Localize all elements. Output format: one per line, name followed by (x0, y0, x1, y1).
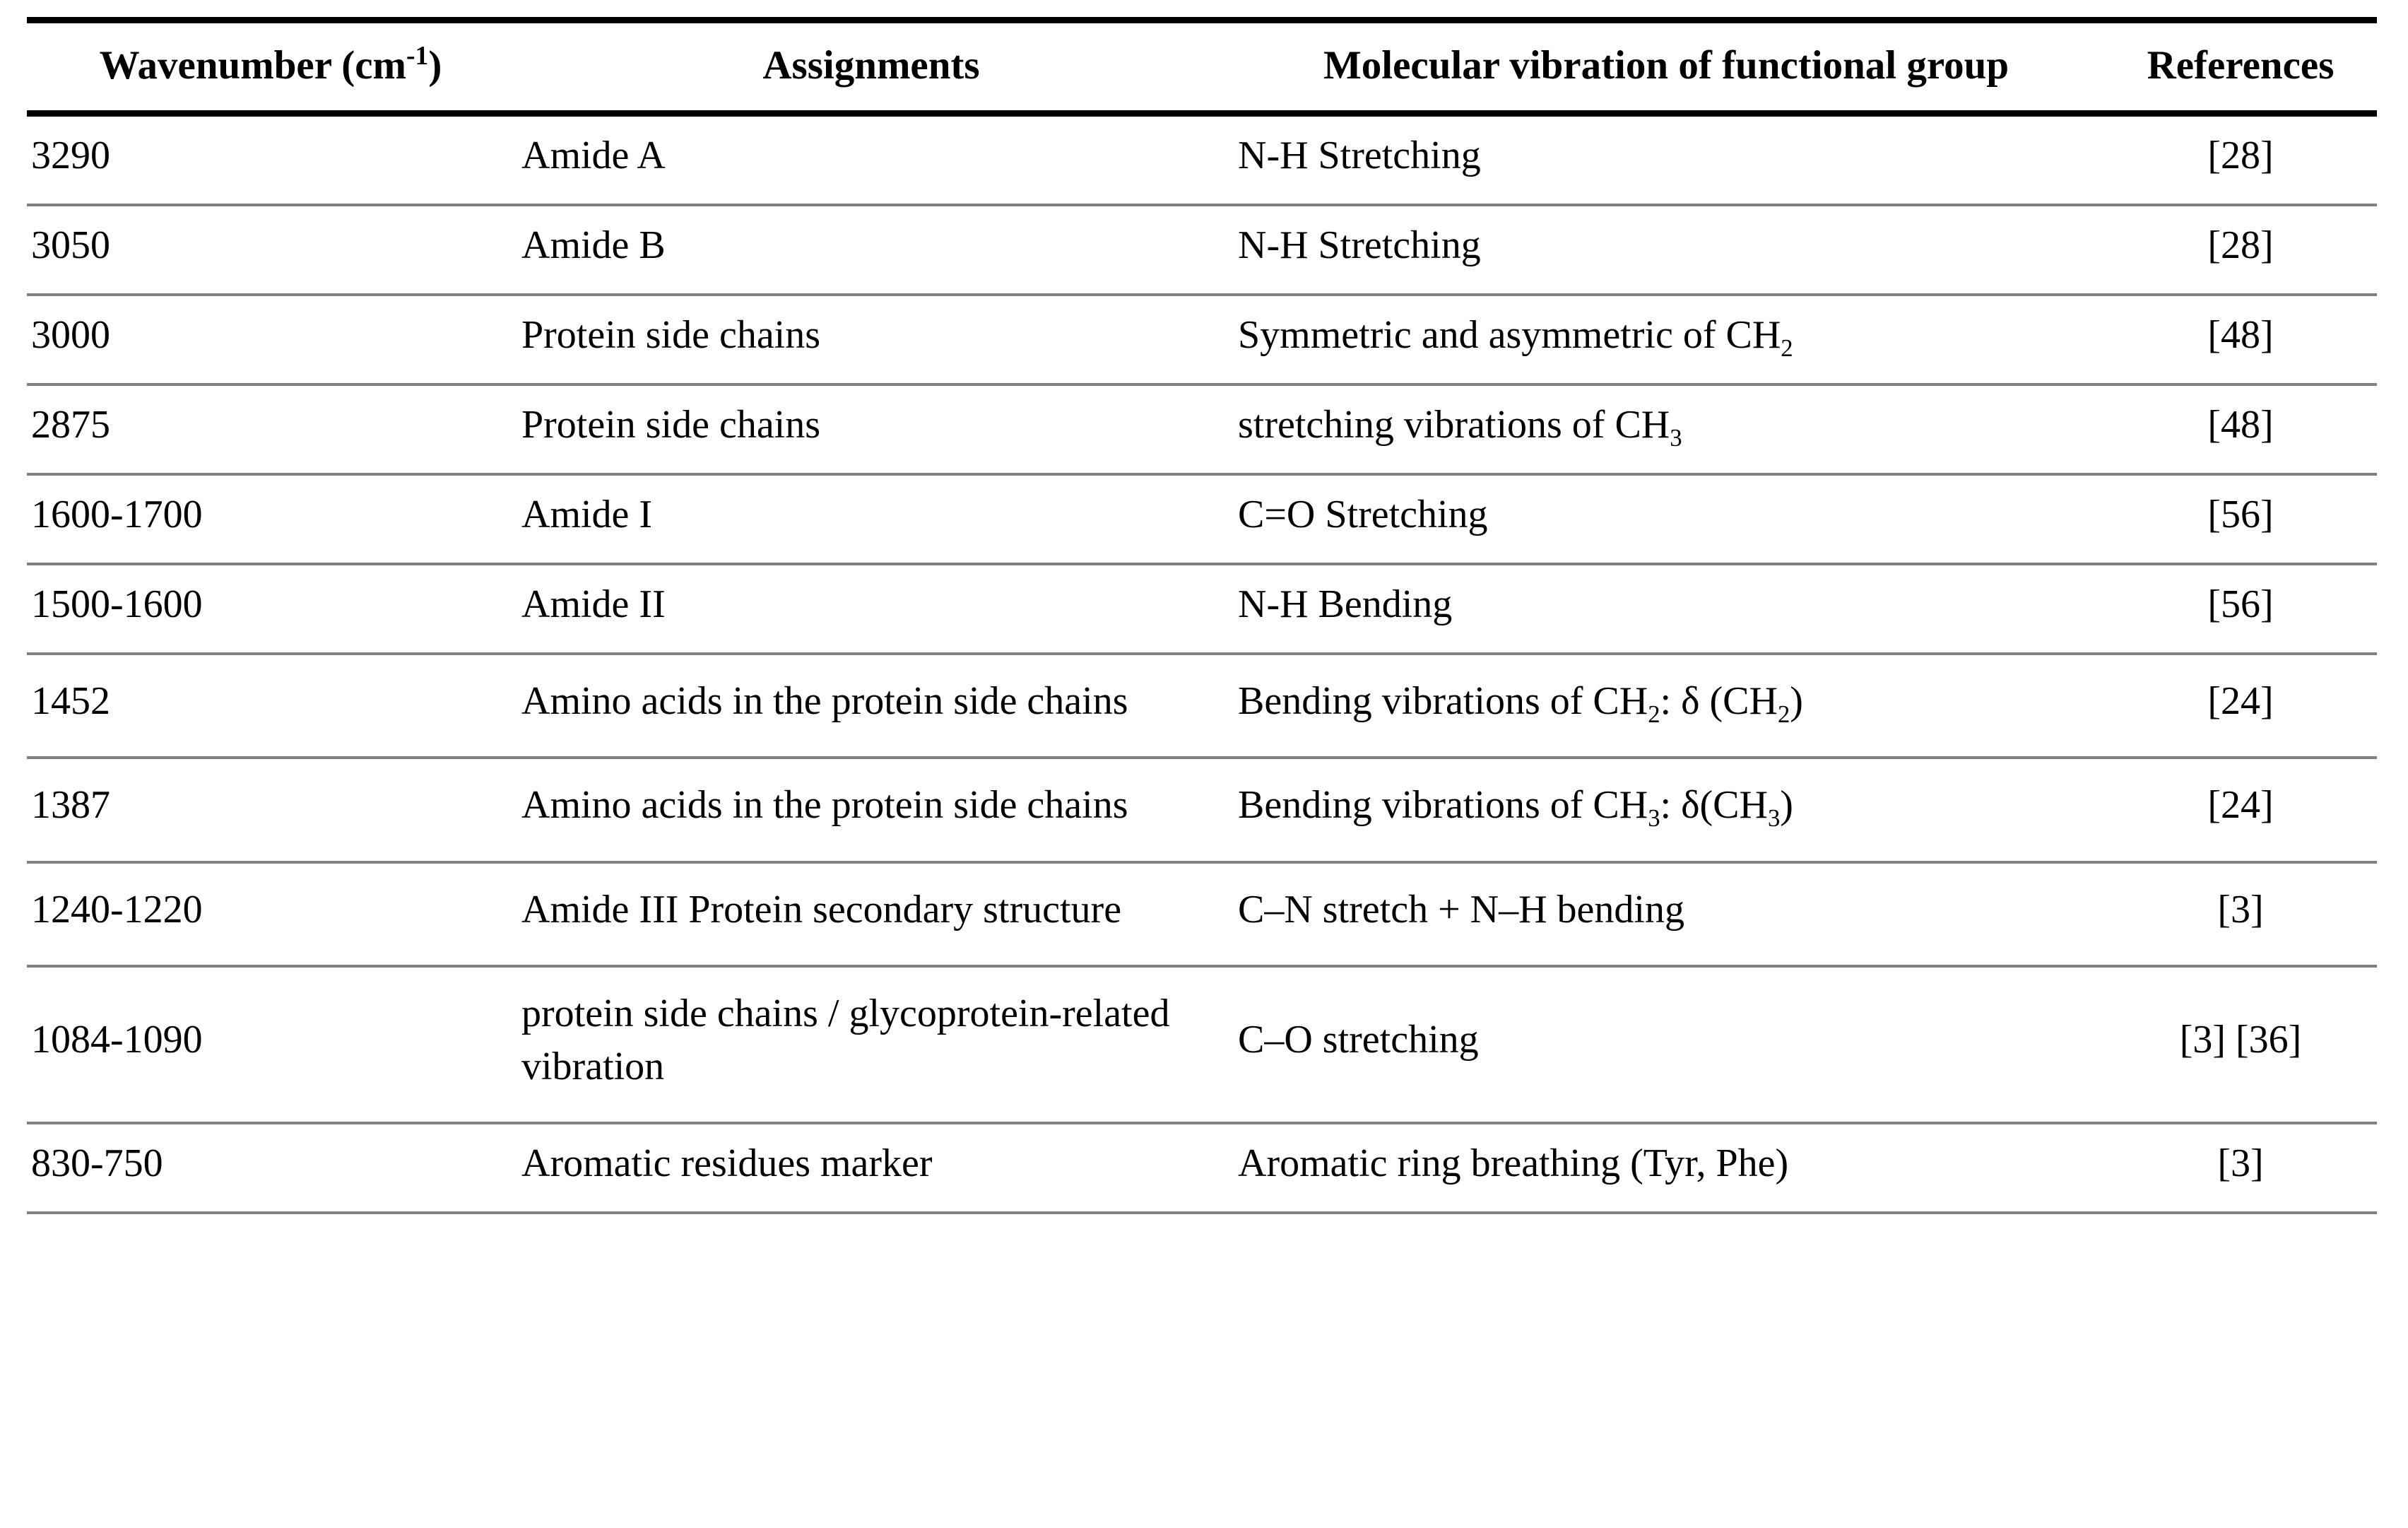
table-row: 1600-1700 Amide I C=O Stretching [56] (27, 474, 2377, 565)
cell-wavenumber: 1452 (31, 679, 110, 724)
cell-vibration: Aromatic ring breathing (Tyr, Phe) (1228, 1123, 2104, 1213)
cell-reference: [48] (2207, 403, 2274, 447)
cell-assignment: Amino acids in the protein side chains (521, 679, 1128, 724)
table-header: Wavenumber (cm-1) Assignments Molecular … (27, 20, 2377, 114)
column-header-wavenumber: Wavenumber (cm-1) (27, 20, 514, 114)
cell-assignment: protein side chains / glycoprotein-relat… (521, 991, 1170, 1088)
vibration-subscript-2: 3 (1767, 804, 1781, 833)
table-header-row: Wavenumber (cm-1) Assignments Molecular … (27, 20, 2377, 114)
cell-reference: [24] (2207, 783, 2274, 828)
table-row: 1387 Amino acids in the protein side cha… (27, 758, 2377, 862)
vibration-text: Aromatic ring breathing (Tyr, Phe) (1238, 1141, 1789, 1185)
cell-assignment: Amide III Protein secondary structure (521, 887, 1122, 932)
cell-reference: [3] (2217, 887, 2264, 932)
vibration-text: Bending vibrations of CH (1238, 783, 1648, 828)
column-header-wavenumber-text: Wavenumber (cm (99, 43, 406, 88)
vibration-text-post: ) (1780, 783, 1793, 828)
vibration-text: Symmetric and asymmetric of CH (1238, 313, 1781, 358)
ftir-assignments-table: Wavenumber (cm-1) Assignments Molecular … (27, 17, 2377, 1214)
column-header-vibration: Molecular vibration of functional group (1323, 43, 2009, 88)
cell-assignment: Amide II (521, 582, 666, 627)
vibration-text: N-H Bending (1238, 582, 1453, 627)
cell-wavenumber: 2875 (31, 403, 110, 447)
cell-reference: [56] (2207, 582, 2274, 627)
cell-vibration: C–O stretching (1228, 966, 2104, 1123)
table-row: 1452 Amino acids in the protein side cha… (27, 654, 2377, 758)
cell-wavenumber: 1387 (31, 783, 110, 828)
vibration-text: Bending vibrations of CH (1238, 679, 1648, 724)
cell-vibration: Bending vibrations of CH2: δ (CH2) (1228, 654, 2104, 758)
table-row: 1500-1600 Amide II N-H Bending [56] (27, 564, 2377, 654)
vibration-text-post: ) (1790, 679, 1803, 724)
vibration-text: N-H Stretching (1238, 223, 1481, 268)
cell-vibration: Symmetric and asymmetric of CH2 (1228, 295, 2104, 384)
cell-vibration: N-H Stretching (1228, 114, 2104, 206)
cell-wavenumber: 3050 (31, 223, 110, 268)
vibration-text: C–O stretching (1238, 1018, 1479, 1062)
cell-reference: [24] (2207, 679, 2274, 724)
cell-assignment: Protein side chains (521, 403, 821, 447)
cell-reference: [3] (2217, 1141, 2264, 1185)
cell-assignment: Amino acids in the protein side chains (521, 783, 1128, 828)
cell-vibration: C=O Stretching (1228, 474, 2104, 564)
cell-reference: [28] (2207, 223, 2274, 268)
cell-assignment: Amide A (521, 134, 666, 178)
cell-wavenumber: 1240-1220 (31, 887, 203, 932)
table-row: 830-750 Aromatic residues marker Aromati… (27, 1123, 2377, 1213)
cell-wavenumber: 1084-1090 (31, 1018, 203, 1062)
vibration-text-mid: : δ(CH (1660, 783, 1768, 828)
column-header-wavenumber-tail: ) (428, 43, 442, 88)
cell-reference: [48] (2207, 313, 2274, 358)
cell-reference: [28] (2207, 134, 2274, 178)
vibration-text: stretching vibrations of CH (1238, 403, 1670, 447)
cell-vibration: stretching vibrations of CH3 (1228, 384, 2104, 474)
cell-wavenumber: 3290 (31, 134, 110, 178)
vibration-subscript: 3 (1648, 804, 1660, 833)
table-row: 3000 Protein side chains Symmetric and a… (27, 295, 2377, 385)
cell-wavenumber: 1500-1600 (31, 582, 203, 627)
cell-reference: [56] (2207, 493, 2274, 537)
vibration-text: C–N stretch + N–H bending (1238, 887, 1684, 932)
vibration-subscript: 3 (1670, 424, 1682, 452)
cell-wavenumber: 830-750 (31, 1141, 163, 1185)
cell-assignment: Protein side chains (521, 313, 821, 358)
vibration-subscript: 2 (1781, 334, 1793, 363)
table-body: 3290 Amide A N-H Stretching [28] 3050 Am… (27, 114, 2377, 1213)
table-row: 3050 Amide B N-H Stretching [28] (27, 205, 2377, 295)
vibration-subscript: 2 (1648, 700, 1660, 729)
cell-vibration: Bending vibrations of CH3: δ(CH3) (1228, 758, 2104, 862)
cell-vibration: N-H Stretching (1228, 205, 2104, 295)
vibration-subscript-2: 2 (1777, 700, 1790, 729)
column-header-assignments: Assignments (762, 43, 980, 88)
table-sheet: Wavenumber (cm-1) Assignments Molecular … (0, 17, 2408, 1528)
table-row: 3290 Amide A N-H Stretching [28] (27, 114, 2377, 206)
table-row: 1240-1220 Amide III Protein secondary st… (27, 862, 2377, 966)
vibration-text: C=O Stretching (1238, 493, 1488, 537)
cell-assignment: Aromatic residues marker (521, 1141, 933, 1185)
cell-vibration: N-H Bending (1228, 564, 2104, 654)
cell-wavenumber: 3000 (31, 313, 110, 358)
column-header-wavenumber-superscript: -1 (406, 41, 429, 71)
vibration-text: N-H Stretching (1238, 134, 1481, 178)
column-header-references: References (2147, 43, 2335, 88)
cell-wavenumber: 1600-1700 (31, 493, 203, 537)
table-row: 2875 Protein side chains stretching vibr… (27, 384, 2377, 475)
cell-assignment: Amide B (521, 223, 666, 268)
vibration-text-mid: : δ (CH (1660, 679, 1778, 724)
cell-assignment: Amide I (521, 493, 653, 537)
table-row: 1084-1090 protein side chains / glycopro… (27, 966, 2377, 1123)
cell-reference: [3] [36] (2179, 1018, 2302, 1062)
cell-vibration: C–N stretch + N–H bending (1228, 862, 2104, 966)
